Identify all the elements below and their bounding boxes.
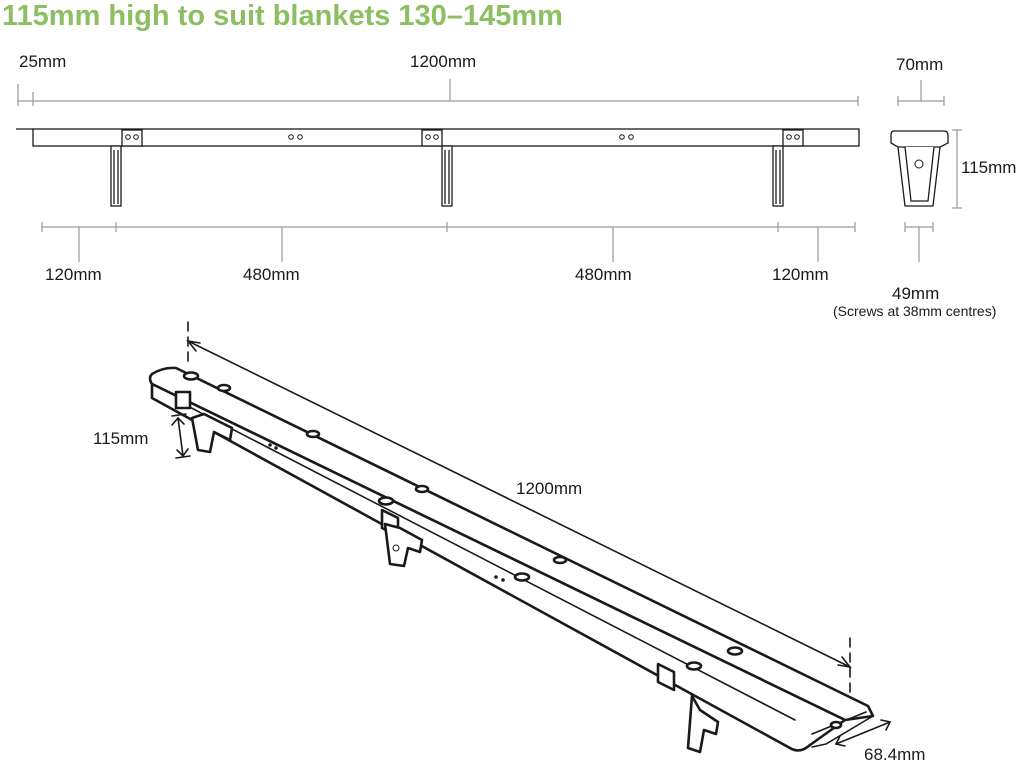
spacing-end-right-label: 120mm — [772, 265, 829, 284]
spacing-mid-left-label: 480mm — [243, 265, 300, 284]
bracket-spacing-dimension — [41, 222, 856, 262]
iso-height-dimension — [171, 413, 191, 459]
spacing-mid-right-label: 480mm — [575, 265, 632, 284]
diagram-title: 115mm high to suit blankets 130–145mm — [2, 0, 563, 32]
iso-rail-holes — [182, 371, 843, 730]
bracket-right — [772, 129, 804, 207]
end-view: 70mm 115mm 49mm (Screws at 38mm centres) — [833, 55, 1016, 319]
top-width-label: 70mm — [896, 55, 943, 74]
rail-body — [32, 128, 860, 147]
overall-length-label: 1200mm — [410, 52, 476, 71]
iso-bracket-middle — [380, 508, 424, 568]
iso-width-label: 68.4mm — [864, 745, 925, 764]
top-width-dimension — [897, 80, 945, 106]
end-offset-label: 25mm — [19, 52, 66, 71]
bracket-left — [110, 129, 143, 207]
base-width-label: 49mm — [892, 284, 939, 303]
base-width-dimension — [904, 222, 934, 262]
bracket-middle — [421, 129, 453, 207]
iso-width-dimension — [834, 719, 892, 747]
iso-bracket-right — [656, 662, 720, 754]
isometric-view: 1200mm — [93, 321, 925, 764]
end-height-label: 115mm — [961, 158, 1016, 177]
height-dimension — [952, 129, 962, 209]
front-elevation: 25mm 1200mm — [16, 52, 860, 284]
iso-height-label: 115mm — [93, 429, 148, 448]
screw-centres-note: (Screws at 38mm centres) — [833, 303, 996, 319]
iso-length-dimension — [186, 321, 852, 701]
iso-rail-top — [148, 366, 875, 722]
iso-bracket-left — [174, 390, 234, 454]
rail-screw-holes — [288, 134, 634, 140]
iso-length-label: 1200mm — [516, 479, 582, 498]
spacing-end-left-label: 120mm — [45, 265, 102, 284]
overall-length-dimension — [17, 79, 859, 106]
